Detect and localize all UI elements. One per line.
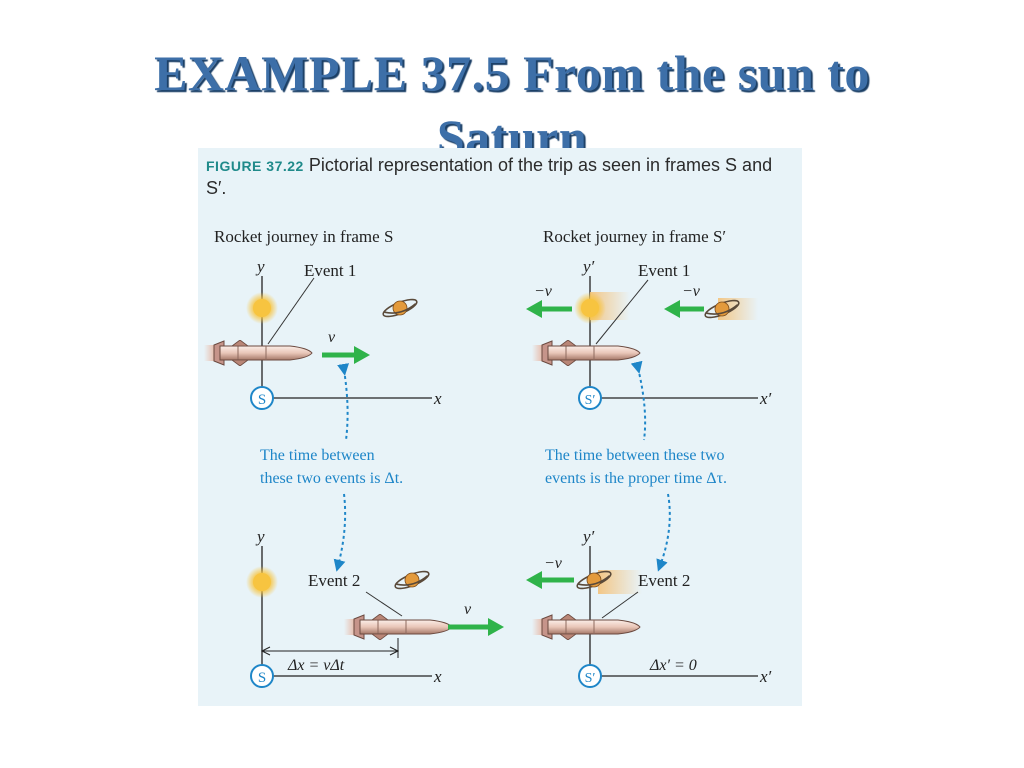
figure-caption: FIGURE 37.22 Pictorial representation of…	[206, 154, 791, 199]
neg-velocity-label: −v	[534, 283, 553, 300]
axis-x-prime-label: x′	[759, 389, 772, 408]
rocket-icon	[532, 614, 641, 640]
rocket-icon	[344, 614, 453, 640]
note-right-line1: The time between these two	[545, 447, 725, 464]
trip-diagram: Rocket journey in frame S Rocket journey…	[204, 227, 772, 688]
note-left-line1: The time between	[260, 447, 375, 464]
velocity-arrow	[354, 346, 370, 364]
event1-label-prime: Event 1	[638, 261, 690, 280]
frame-s-prime-origin	[578, 386, 602, 410]
neg-velocity-arrow-saturn	[664, 300, 680, 318]
note-left-line2: these two events is Δt.	[260, 470, 403, 487]
velocity-label: v	[328, 329, 336, 346]
frame-s-prime-label-2: S′	[585, 671, 596, 686]
frame-s-label-2: S	[258, 670, 266, 686]
slide-title: EXAMPLE 37.5 From the sun to Saturn	[0, 44, 1024, 166]
axis-x-label-2: x	[433, 667, 442, 686]
rocket-icon	[204, 340, 313, 366]
frame-s-prime-label: S′	[585, 393, 596, 408]
neg-velocity-label-2: −v	[544, 555, 563, 572]
delta-x-prime-label: Δx′ = 0	[649, 657, 697, 674]
saturn-icon	[392, 568, 432, 592]
frame-s-origin-2	[250, 664, 274, 688]
axis-y-prime-label: y′	[581, 257, 595, 276]
panel-bottom-right: y′ x′ S′ −v Event 2 Δx′ = 0	[526, 493, 772, 688]
frame-s-origin	[250, 386, 274, 410]
neg-velocity-arrow-2	[526, 571, 542, 589]
rocket-icon	[532, 340, 641, 366]
neg-velocity-arrow	[526, 300, 542, 318]
figure-caption-text: Pictorial representation of the trip as …	[206, 155, 773, 198]
axis-y-label: y	[255, 257, 265, 276]
panel-top-left: y x S Event 1 v	[204, 257, 442, 441]
velocity-label-2: v	[464, 601, 472, 618]
axis-x-prime-label-2: x′	[759, 667, 772, 686]
axis-y-label-2: y	[255, 527, 265, 546]
axis-y-prime-label-2: y′	[581, 527, 595, 546]
frame-s-prime-origin-2	[578, 664, 602, 688]
left-panel-heading: Rocket journey in frame S	[214, 227, 393, 246]
event1-label: Event 1	[304, 261, 356, 280]
event2-label-prime: Event 2	[638, 571, 690, 590]
delta-x-label: Δx = vΔt	[287, 657, 345, 674]
neg-velocity-label-saturn: −v	[682, 283, 701, 300]
note-right-line2: events is the proper time Δτ.	[545, 470, 727, 487]
panel-bottom-left: y x S Event 2 v Δx = vΔt	[246, 493, 504, 688]
slide-title-line1: EXAMPLE 37.5 From the sun to	[154, 45, 870, 101]
axis-x-label: x	[433, 389, 442, 408]
panel-top-right: y′ x′ S′ −v −v Event 1	[526, 257, 772, 441]
frame-s-label: S	[258, 392, 266, 408]
figure-label: FIGURE 37.22	[206, 158, 304, 174]
velocity-arrow-2	[488, 618, 504, 636]
event2-label: Event 2	[308, 571, 360, 590]
saturn-icon	[380, 296, 420, 320]
right-panel-heading: Rocket journey in frame S′	[543, 227, 726, 246]
figure-37-22: FIGURE 37.22 Pictorial representation of…	[198, 148, 802, 706]
